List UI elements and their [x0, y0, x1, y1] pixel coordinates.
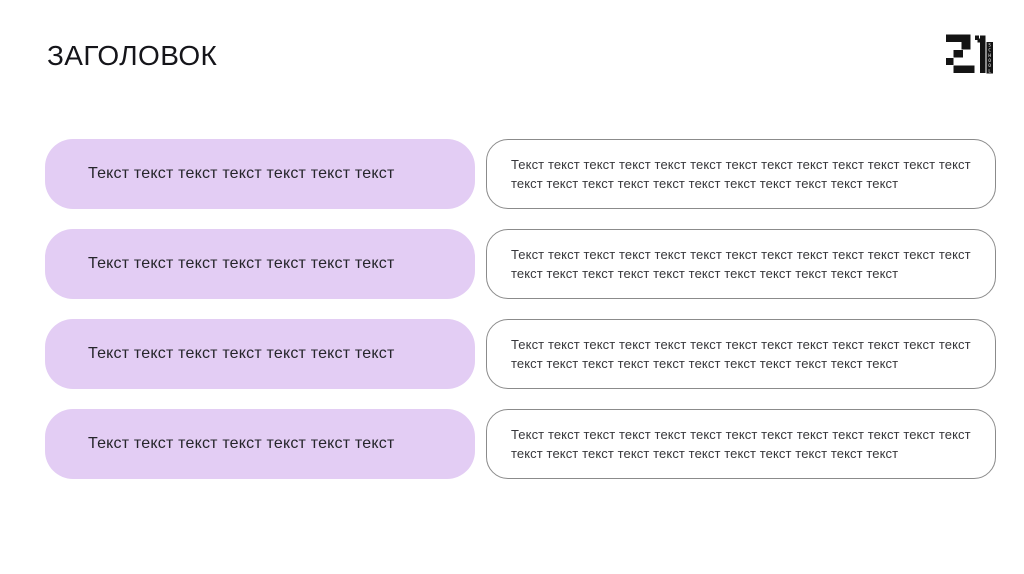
svg-text:O: O [988, 58, 991, 63]
svg-text:H: H [988, 53, 991, 58]
outline-card-text-line: текст текст текст текст текст текст текс… [511, 266, 899, 281]
logo-digit-2 [946, 34, 975, 73]
content-row: Текст текст текст текст текст текст текс… [45, 409, 996, 479]
accent-card: Текст текст текст текст текст текст текс… [45, 139, 475, 209]
content-row: Текст текст текст текст текст текст текс… [45, 319, 996, 389]
outline-card-text-line: текст текст текст текст текст текст текс… [511, 446, 899, 461]
accent-card-text: Текст текст текст текст текст текст текс… [88, 345, 395, 362]
school21-logo: S C H O O L [946, 34, 993, 74]
outline-card: Текст текст текст текст текст текст текс… [486, 229, 996, 299]
outline-card-text-line: Текст текст текст текст текст текст текс… [511, 427, 971, 442]
content-rows: Текст текст текст текст текст текст текс… [45, 139, 996, 479]
outline-card: Текст текст текст текст текст текст текс… [486, 139, 996, 209]
logo-vertical-school-text: S C H O O L [988, 42, 991, 73]
svg-text:C: C [988, 48, 991, 53]
outline-card: Текст текст текст текст текст текст текс… [486, 319, 996, 389]
logo-digit-1 [975, 35, 993, 74]
accent-card-text: Текст текст текст текст текст текст текс… [88, 435, 395, 452]
outline-card-text-line: Текст текст текст текст текст текст текс… [511, 247, 971, 262]
svg-text:O: O [988, 63, 991, 68]
outline-card: Текст текст текст текст текст текст текс… [486, 409, 996, 479]
accent-card: Текст текст текст текст текст текст текс… [45, 229, 475, 299]
outline-card-text-line: текст текст текст текст текст текст текс… [511, 176, 899, 191]
content-row: Текст текст текст текст текст текст текс… [45, 229, 996, 299]
svg-text:S: S [988, 42, 991, 47]
page-title: ЗАГОЛОВОК [47, 40, 218, 71]
accent-card: Текст текст текст текст текст текст текс… [45, 409, 475, 479]
outline-card-text-line: текст текст текст текст текст текст текс… [511, 356, 899, 371]
outline-card-text-line: Текст текст текст текст текст текст текс… [511, 337, 971, 352]
svg-text:L: L [988, 68, 991, 73]
accent-card: Текст текст текст текст текст текст текс… [45, 319, 475, 389]
outline-card-text-line: Текст текст текст текст текст текст текс… [511, 157, 971, 172]
accent-card-text: Текст текст текст текст текст текст текс… [88, 165, 395, 182]
accent-card-text: Текст текст текст текст текст текст текс… [88, 255, 395, 272]
content-row: Текст текст текст текст текст текст текс… [45, 139, 996, 209]
